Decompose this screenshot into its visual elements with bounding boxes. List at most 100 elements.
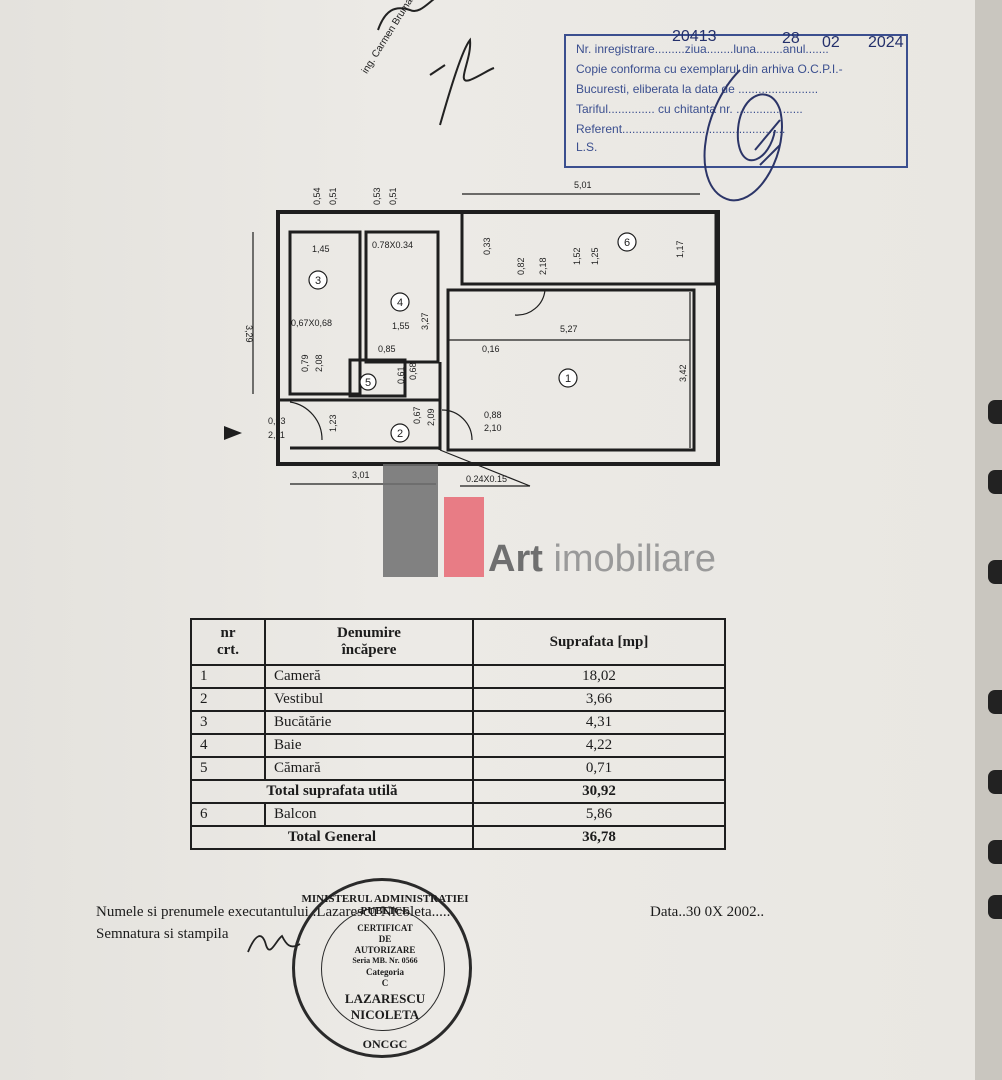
cell-area: 5,86 bbox=[472, 802, 726, 827]
seal-center-line: CERTIFICAT bbox=[357, 923, 413, 933]
dimension-label: 2,09 bbox=[426, 408, 436, 426]
date-line: Data..30 0X 2002.. bbox=[650, 904, 765, 920]
dimension-label: 0.24X0.15 bbox=[466, 474, 507, 484]
binder-hole bbox=[988, 840, 1002, 864]
cell-name: Cameră bbox=[264, 664, 474, 689]
seal-name-line: LAZARESCU bbox=[344, 991, 426, 1006]
dimension-label: 3,01 bbox=[352, 470, 370, 480]
seal-center-line: Seria MB. Nr. 0566 bbox=[352, 956, 418, 965]
cell-area: 3,66 bbox=[472, 687, 726, 712]
total-area: 36,78 bbox=[472, 825, 726, 850]
table-row: 5 Cămară 0,71 bbox=[190, 756, 726, 781]
handwritten-day: 28 bbox=[782, 30, 800, 47]
area-table: nr crt. Denumire încăpere Suprafata [mp]… bbox=[190, 618, 726, 850]
dimension-labels: 5,01 1,45 0.78X0.34 0,33 0,82 2,18 1,52 … bbox=[244, 180, 688, 484]
ocpi-signature-icon bbox=[703, 69, 783, 202]
dimension-label: 0,85 bbox=[378, 344, 396, 354]
cell-nr: 6 bbox=[190, 802, 266, 827]
dimension-label: 3,42 bbox=[678, 364, 688, 382]
dimension-label: 0,79 bbox=[300, 354, 310, 372]
seal-name-line: NICOLETA bbox=[350, 1007, 420, 1022]
dimension-label: 2,18 bbox=[538, 257, 548, 275]
dimension-label: 2,08 bbox=[314, 354, 324, 372]
dimension-label: 0,51 bbox=[328, 187, 338, 205]
seal-center-line: DE bbox=[378, 934, 392, 944]
dimension-label: 2,10 bbox=[484, 423, 502, 433]
dimension-label: 1,25 bbox=[590, 247, 600, 265]
cell-name: Cămară bbox=[264, 756, 474, 781]
room-number: 2 bbox=[397, 428, 403, 440]
official-seal: MINISTERUL ADMINISTRATIEI PUBLICE CERTIF… bbox=[292, 878, 472, 1058]
cell-name: Vestibul bbox=[264, 687, 474, 712]
col-header-area: Suprafata [mp] bbox=[472, 618, 726, 666]
engineer-signature-icon bbox=[439, 37, 495, 126]
footer-signature-drawing bbox=[247, 934, 301, 953]
dimension-label: 0,16 bbox=[482, 344, 500, 354]
total-label: Total General bbox=[190, 825, 474, 850]
dimension-label: 0.78X0.34 bbox=[372, 240, 413, 250]
room-number: 5 bbox=[365, 377, 371, 389]
dimension-label: 1,17 bbox=[675, 240, 685, 258]
cell-name: Bucătărie bbox=[264, 710, 474, 735]
handwritten-reg-number: 20413 bbox=[672, 28, 717, 45]
room-number: 6 bbox=[624, 237, 630, 249]
logo-text-rest: imobiliare bbox=[542, 538, 717, 580]
dimension-label: 0,88 bbox=[484, 410, 502, 420]
seal-center-line: C bbox=[381, 978, 389, 988]
signature-drawings bbox=[377, 0, 783, 202]
dimension-label: 0,53 bbox=[372, 187, 382, 205]
logo-accent-block-icon bbox=[444, 497, 484, 577]
table-row: 1 Cameră 18,02 bbox=[190, 664, 726, 689]
room-number: 1 bbox=[565, 373, 571, 385]
dimension-label: 1,52 bbox=[572, 247, 582, 265]
table-row: 4 Baie 4,22 bbox=[190, 733, 726, 758]
stamp-line: Copie conforma cu exemplarul din arhiva … bbox=[576, 62, 843, 76]
dimension-label: 1,55 bbox=[392, 321, 410, 331]
art-imobiliare-logo bbox=[383, 464, 484, 577]
handwritten-month: 02 bbox=[822, 34, 840, 51]
cell-name: Balcon bbox=[264, 802, 474, 827]
seal-bottom-text: ONCGC bbox=[362, 1037, 408, 1051]
col-header-nr: nr crt. bbox=[190, 618, 266, 666]
subtotal-row: Total suprafata utilă 30,92 bbox=[190, 779, 726, 804]
dimension-label: 0,54 bbox=[312, 187, 322, 205]
dimension-label: 0,68 bbox=[408, 362, 418, 380]
cell-area: 0,71 bbox=[472, 756, 726, 781]
dimension-label: 2,11 bbox=[268, 430, 285, 440]
col-header-name: Denumire încăpere bbox=[264, 618, 474, 666]
room-number-labels: 3 4 5 2 1 6 bbox=[315, 237, 630, 440]
binder-hole bbox=[988, 895, 1002, 919]
cell-area: 4,31 bbox=[472, 710, 726, 735]
seal-center-line: Categoria bbox=[366, 967, 404, 977]
dimension-label: 0,61 bbox=[396, 366, 406, 384]
dimension-label: 3,27 bbox=[420, 312, 430, 330]
cell-nr: 5 bbox=[190, 756, 266, 781]
cell-area: 4,22 bbox=[472, 733, 726, 758]
table-row: 6 Balcon 5,86 bbox=[190, 802, 726, 827]
binder-hole bbox=[988, 690, 1002, 714]
handwritten-year: 2024 bbox=[868, 34, 904, 51]
dimension-label: 5,01 bbox=[574, 180, 592, 190]
stamp-line: Bucuresti, eliberata la data de ........… bbox=[576, 82, 819, 96]
seal-center-line: AUTORIZARE bbox=[354, 945, 416, 955]
binder-hole bbox=[988, 770, 1002, 794]
binder-hole bbox=[988, 470, 1002, 494]
floor-plan: 3 4 5 2 1 6 5,01 1,45 0.78X0.34 0,33 0,8… bbox=[224, 180, 720, 487]
subtotal-area: 30,92 bbox=[472, 779, 726, 804]
dimension-label: 1,45 bbox=[312, 244, 330, 254]
room-number: 3 bbox=[315, 275, 321, 287]
dimension-label: 5,27 bbox=[560, 324, 578, 334]
cell-area: 18,02 bbox=[472, 664, 726, 689]
dimension-label: 0,33 bbox=[482, 237, 492, 255]
signature-line: Semnatura si stampila bbox=[96, 926, 229, 942]
dimension-label: 0,67X0,68 bbox=[291, 318, 332, 328]
total-row: Total General 36,78 bbox=[190, 825, 726, 850]
seal-ring-text: MINISTERUL ADMINISTRATIEI PUBLICE bbox=[301, 893, 469, 917]
cell-nr: 3 bbox=[190, 710, 266, 735]
cell-nr: 2 bbox=[190, 687, 266, 712]
dimension-label: 0,93 bbox=[268, 416, 286, 426]
table-row: 3 Bucătărie 4,31 bbox=[190, 710, 726, 735]
subtotal-label: Total suprafata utilă bbox=[190, 779, 474, 804]
entrance-arrow-icon bbox=[224, 426, 242, 440]
cell-name: Baie bbox=[264, 733, 474, 758]
